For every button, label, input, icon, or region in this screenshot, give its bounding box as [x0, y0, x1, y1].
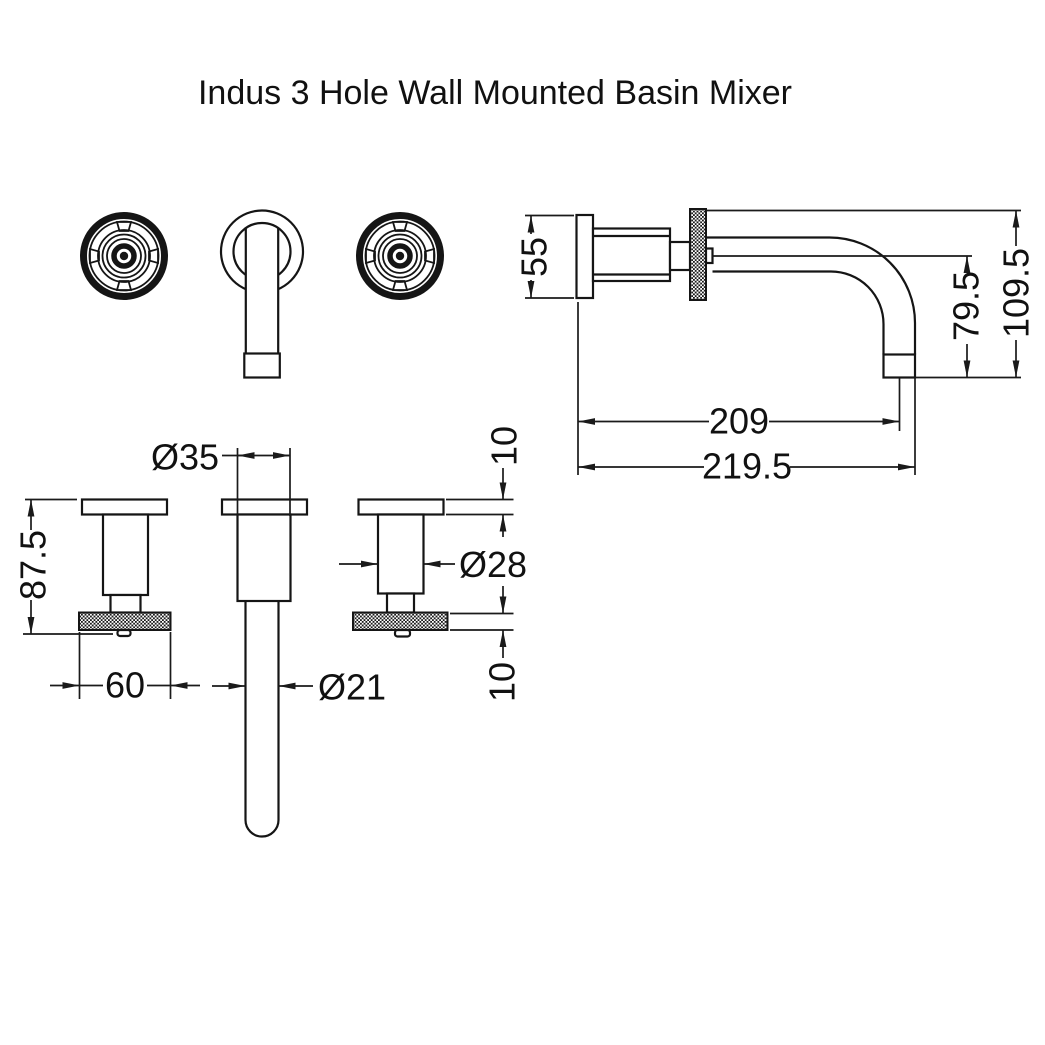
hub-ring — [101, 233, 147, 279]
dim-projection: 209 219.5 — [577, 302, 916, 487]
spout-body-side — [591, 227, 672, 283]
left-handle-wheel — [80, 212, 168, 300]
handle-body — [376, 513, 425, 595]
dim-label-109-5: 109.5 — [996, 248, 1037, 338]
hub-ring — [373, 229, 427, 283]
wheel-spoke — [424, 247, 435, 265]
dim-handle-length-87-5: 87.5 — [13, 498, 113, 635]
dim-label-219-5: 219.5 — [702, 446, 792, 487]
handle-neck — [385, 592, 416, 614]
spout-tube-fill — [246, 229, 278, 353]
dim-escutcheon-35: Ø35 — [151, 437, 291, 516]
right-handle-wheel — [356, 212, 444, 300]
wall-flange-side — [575, 213, 595, 300]
spout-outer-curve — [706, 236, 917, 355]
wheel-spoke — [115, 280, 133, 291]
detail-view: Ø35 87.5 60 — [13, 426, 527, 838]
handle-nub — [116, 628, 132, 638]
knurled-ring-side — [689, 208, 707, 301]
wheel-spoke — [89, 247, 100, 265]
dim-label-60: 60 — [105, 665, 145, 706]
dim-wheel-60: 60 — [50, 632, 200, 706]
spout-neck-side — [668, 240, 692, 272]
dim-label-10-bottom: 10 — [482, 662, 523, 702]
left-handle-profile — [78, 498, 172, 638]
dim-label-55: 55 — [514, 237, 555, 277]
hub-collar — [111, 243, 137, 269]
dim-spout-drop-79-5: 79.5 — [712, 255, 987, 378]
dim-label-21: Ø21 — [318, 667, 386, 708]
dim-label-28: Ø28 — [459, 544, 527, 585]
wheel-spoke — [148, 247, 159, 265]
handle-nub — [393, 628, 412, 638]
spout-outlet-side — [882, 353, 917, 379]
dim-label-87-5: 87.5 — [13, 530, 54, 600]
hub-ring — [97, 229, 151, 283]
front-view — [80, 209, 444, 379]
wheel-spoke — [365, 247, 376, 265]
handle-knurled-wheel — [352, 611, 449, 631]
dim-label-79-5: 79.5 — [946, 271, 987, 341]
hub-screw — [119, 251, 129, 261]
dim-label-209: 209 — [709, 401, 769, 442]
dim-wall-flange-55: 55 — [514, 214, 574, 299]
handle-flange — [80, 498, 169, 516]
wheel-spoke — [391, 280, 409, 291]
dim-body-28: Ø28 — [339, 544, 527, 585]
dim-wheel-thickness-10: 10 — [450, 586, 523, 702]
hub-collar — [387, 243, 413, 269]
handle-body — [101, 513, 150, 597]
side-view: 55 109.5 79.5 — [514, 208, 1037, 487]
dim-overall-drop-109-5: 109.5 — [706, 209, 1037, 379]
hub-ring — [382, 238, 418, 274]
wheel-tire — [80, 212, 168, 300]
spout-flange — [220, 498, 309, 516]
spout-housing — [236, 513, 292, 603]
wheel-tire — [356, 212, 444, 300]
handle-neck — [109, 593, 142, 614]
spout-joint-nub — [704, 247, 714, 265]
dim-label-10-top: 10 — [484, 426, 525, 466]
spout-tube-long — [244, 601, 280, 838]
spout-outlet-tip — [243, 352, 281, 379]
hub-screw — [395, 251, 405, 261]
hub-ring — [377, 233, 423, 279]
hub-ring — [106, 238, 142, 274]
dim-tube-21: Ø21 — [212, 667, 386, 708]
drawing-title: Indus 3 Hole Wall Mounted Basin Mixer — [197, 74, 792, 112]
wheel-spoke — [115, 221, 133, 232]
spout-inner-curve — [712, 270, 885, 355]
handle-flange — [357, 498, 445, 516]
wheel-spoke — [391, 221, 409, 232]
right-handle-profile — [352, 498, 449, 638]
spout-profile — [220, 498, 309, 838]
handle-knurled-wheel — [78, 611, 172, 631]
spout-front — [219, 209, 305, 379]
dim-flange-thickness-10: 10 — [446, 426, 525, 537]
dim-label-35: Ø35 — [151, 437, 219, 478]
